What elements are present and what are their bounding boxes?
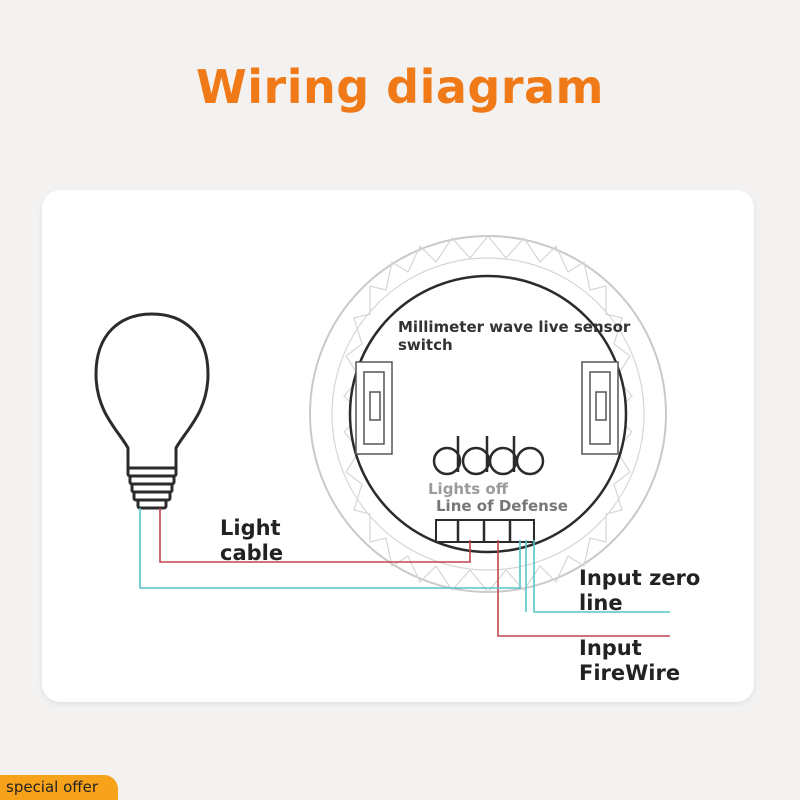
input-firewire-label: Input FireWire bbox=[579, 636, 681, 686]
light-cable-label: Light cable bbox=[220, 516, 284, 566]
input-zero-line-label: Input zero line bbox=[579, 566, 701, 616]
bulb-return-wire bbox=[139, 508, 521, 589]
left-mounting-clip bbox=[355, 361, 393, 455]
page-title: Wiring diagram bbox=[196, 60, 604, 114]
sensor-switch-label: Millimeter wave live sensor switch bbox=[398, 318, 631, 354]
light-cable-wire bbox=[159, 508, 471, 563]
wires bbox=[139, 508, 670, 637]
right-mounting-clip bbox=[581, 361, 619, 455]
sensor-inner-body bbox=[348, 274, 628, 554]
status-lights-off: Lights off bbox=[428, 480, 508, 498]
ring-pattern bbox=[331, 235, 645, 593]
terminal-block bbox=[432, 436, 545, 543]
terminal-screw-1 bbox=[432, 446, 462, 476]
special-offer-badge[interactable]: special offer bbox=[0, 775, 118, 800]
input-firewire-wire bbox=[497, 540, 670, 637]
terminal-screw-4 bbox=[515, 446, 545, 476]
status-line-of-defense: Line of Defense bbox=[436, 497, 568, 515]
light-bulb-icon bbox=[94, 312, 210, 510]
input-zero-line-wire bbox=[533, 540, 670, 613]
sensor-switch bbox=[309, 235, 667, 593]
